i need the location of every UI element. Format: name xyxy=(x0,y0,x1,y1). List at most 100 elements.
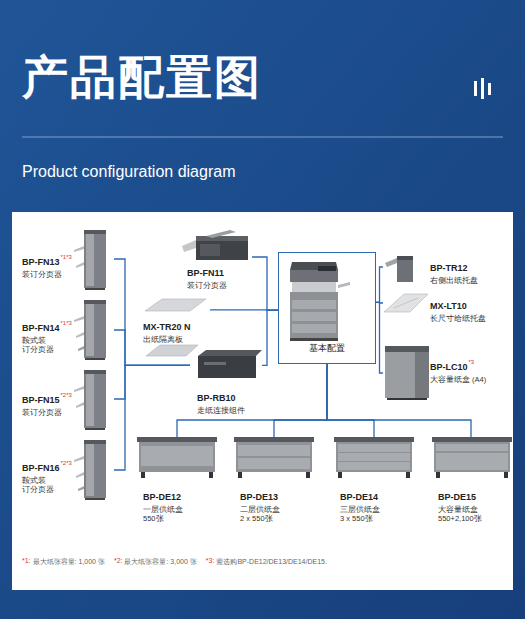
connector-line xyxy=(210,309,278,311)
footnote-mark: *1*3 xyxy=(61,254,72,260)
part-description: 鞍式装 订分页器 xyxy=(22,336,56,355)
paper-drawer-illustration xyxy=(436,444,508,451)
footnote-mark: *3: xyxy=(206,557,215,567)
copier-illustration xyxy=(292,282,336,292)
model-name: BP-RB10 xyxy=(197,393,236,403)
part-description: 2 x 550张 xyxy=(240,514,316,523)
part-description: 装订分页器 xyxy=(22,270,84,279)
finisher-illustration xyxy=(84,230,106,234)
connector-line xyxy=(327,364,374,437)
node-label-group: BP-FN11装订分页器 xyxy=(187,261,253,290)
footnote-mark: *3 xyxy=(469,359,475,365)
model-name: BP-DE12 xyxy=(143,492,181,502)
finisher-illustration xyxy=(74,456,84,462)
device-node: BP-FN16*2*3鞍式装 订分页器 xyxy=(22,438,114,502)
device-node: BP-LC10*3大容量纸盒 (A4) xyxy=(383,343,508,403)
header-icon xyxy=(474,81,477,96)
large-capacity-tray-illustration xyxy=(385,346,429,352)
part-description: 装订分页器 xyxy=(22,408,84,417)
copier-illustration xyxy=(292,300,336,309)
large-capacity-tray-illustration xyxy=(385,346,429,400)
paper-drawer-illustration xyxy=(432,437,512,478)
paper-drawer-illustration xyxy=(436,472,440,478)
finisher-illustration xyxy=(76,402,84,408)
device-node: BP-DE13二层供纸盒2 x 550张 xyxy=(232,437,316,519)
node-label-group: 基本配置 xyxy=(279,343,374,354)
device-node: BP-RB10走纸连接组件 xyxy=(190,348,262,406)
subtitle: Product configuration diagram xyxy=(22,163,235,181)
footnote-text: 需选购BP-DE12/DE13/DE14/DE15. xyxy=(216,557,327,567)
connector-line xyxy=(262,310,278,365)
connector-line xyxy=(114,365,190,399)
connector-line xyxy=(114,259,190,365)
content-panel xyxy=(12,212,513,590)
model-name: BP-DE14 xyxy=(340,492,378,502)
device-node: MX-TR20 N出纸隔离板 xyxy=(140,296,210,338)
finisher-illustration xyxy=(74,386,84,392)
finisher-illustration xyxy=(85,498,105,500)
part-description: 鞍式装 订分页器 xyxy=(22,476,56,495)
part-description: 550张 xyxy=(143,514,219,523)
long-tray-illustration xyxy=(384,294,428,312)
copier-illustration xyxy=(290,262,338,270)
footnote-text: 最大纸张容量: 1,000 张 xyxy=(33,557,105,567)
right-tray-illustration xyxy=(397,256,413,282)
copier-illustration xyxy=(290,338,338,341)
footnote-mark: *1: xyxy=(22,557,31,567)
device-node: BP-DE15大容量纸盒550+2,100张 xyxy=(430,437,512,519)
node-label-group: BP-DE14三层供纸盒3 x 550张 xyxy=(340,485,416,524)
finisher-illustration xyxy=(74,316,84,322)
finisher-illustration xyxy=(74,230,106,290)
model-name: BP-FN13 xyxy=(22,257,60,267)
connector-line xyxy=(376,302,383,304)
device-node: BP-FN14*1*3鞍式装 订分页器 xyxy=(22,298,114,362)
inner-finisher-illustration xyxy=(196,236,248,260)
right-tray-illustration xyxy=(385,256,413,282)
finisher-illustration xyxy=(76,332,84,338)
paper-drawer-illustration xyxy=(334,437,414,442)
paper-drawer-illustration xyxy=(432,437,512,442)
copier-illustration xyxy=(318,266,336,271)
paper-drawer-illustration xyxy=(137,437,217,442)
finisher-illustration xyxy=(86,444,94,496)
finisher-illustration xyxy=(84,370,106,374)
relay-unit-illustration xyxy=(198,356,256,378)
paper-drawer-illustration xyxy=(238,472,242,478)
device-node: BP-DE14三层供纸盒3 x 550张 xyxy=(332,437,416,519)
header-icon xyxy=(481,78,484,99)
paper-drawer-illustration xyxy=(141,472,145,478)
paper-drawer-illustration xyxy=(236,442,312,472)
copier-illustration xyxy=(290,262,350,341)
part-description: 右侧出纸托盘 xyxy=(430,276,502,285)
inner-finisher-illustration xyxy=(182,230,248,260)
paper-drawer-illustration xyxy=(209,472,213,478)
part-description: 出纸隔离板 xyxy=(143,335,211,344)
node-label-group: BP-FN15*2*3装订分页器 xyxy=(22,388,84,417)
finisher-illustration xyxy=(86,374,94,426)
part-description: 大容量纸盒 xyxy=(438,505,512,514)
connector-line xyxy=(327,364,471,437)
finisher-illustration xyxy=(76,472,84,478)
footnote-row: *1:最大纸张容量: 1,000 张*2:最大纸张容量: 3,000 张*3:需… xyxy=(22,557,327,567)
part-description: 装订分页器 xyxy=(187,281,253,290)
finisher-illustration xyxy=(85,358,105,360)
right-tray-illustration xyxy=(397,256,413,260)
node-label-group: MX-LT10长尺寸给纸托盘 xyxy=(430,294,502,323)
config-box: 基本配置 xyxy=(278,252,376,364)
right-tray-illustration xyxy=(385,258,397,267)
header-rule xyxy=(22,137,503,138)
paper-drawer-illustration xyxy=(434,442,510,472)
finisher-illustration xyxy=(85,288,105,290)
node-label-group: BP-DE15大容量纸盒550+2,100张 xyxy=(438,485,512,524)
part-description: 长尺寸给纸托盘 xyxy=(430,314,502,323)
node-label-group: BP-DE13二层供纸盒2 x 550张 xyxy=(240,485,316,524)
paper-drawer-illustration xyxy=(238,445,310,456)
paper-drawer-illustration xyxy=(306,472,310,478)
finisher-illustration xyxy=(78,346,84,351)
inner-finisher-illustration xyxy=(200,244,220,256)
finisher-illustration xyxy=(84,440,106,444)
large-capacity-tray-illustration xyxy=(385,346,429,398)
inner-finisher-illustration xyxy=(182,240,196,252)
